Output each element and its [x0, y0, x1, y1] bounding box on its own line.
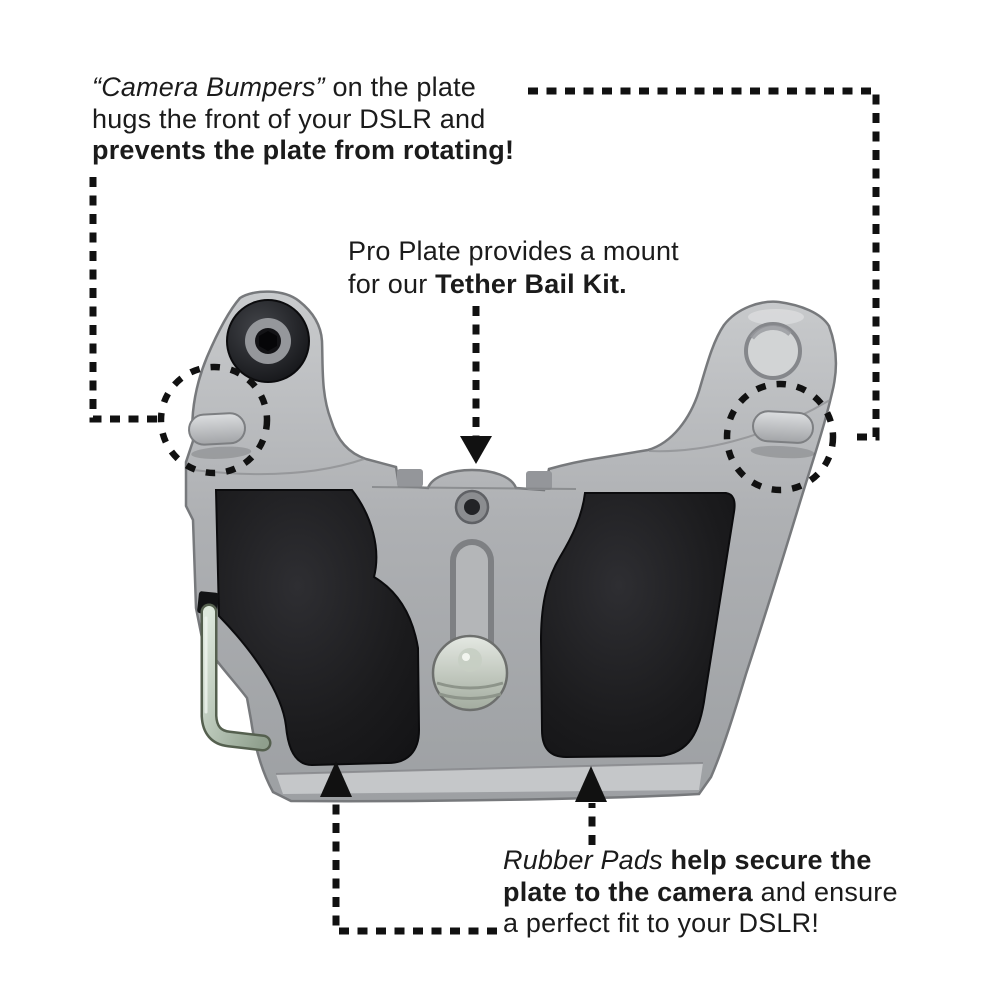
plate-seam-right — [648, 399, 831, 453]
callout-line-bold: prevents the plate from rotating! — [92, 135, 515, 165]
callout-line: a perfect fit to your DSLR! — [503, 908, 820, 938]
dashed-connector-left-pad — [332, 797, 497, 935]
camera-bumper-left — [188, 412, 252, 459]
callout-line: Pro Plate provides a mount — [348, 236, 679, 266]
callout-camera-bumpers: “Camera Bumpers” on the plate hugs the f… — [92, 72, 514, 167]
arrow-down-icon — [460, 436, 492, 464]
callout-line: Rubber Pads help secure the — [503, 845, 898, 877]
bold-term: help secure the — [662, 845, 872, 875]
callout-text: on the plate — [324, 72, 476, 102]
rubber-pad-right — [539, 492, 736, 759]
plate-seam-left — [192, 458, 365, 476]
italic-term: “Camera Bumpers” — [92, 72, 325, 102]
right-knob-highlight — [748, 309, 804, 325]
tether-bail-mount — [371, 469, 577, 525]
italic-term: Rubber Pads — [503, 845, 663, 875]
callout-line: for our Tether Bail Kit. — [348, 268, 679, 301]
dashed-connector-right — [528, 87, 880, 441]
callout-line: “Camera Bumpers” on the plate — [92, 72, 514, 104]
plate-bottom-edge-line — [275, 762, 704, 775]
callout-rubber-pads: Rubber Pads help secure the plate to the… — [503, 845, 898, 940]
arrow-up-icon-left-pad — [320, 761, 352, 797]
highlight-circle-right-bumper — [723, 380, 837, 494]
rubber-pad-left — [214, 489, 421, 767]
annotations — [89, 87, 880, 935]
arrow-up-icon-right-pad — [575, 766, 607, 802]
dashed-connector-left — [89, 177, 158, 423]
callout-tether-mount: Pro Plate provides a mount for our Tethe… — [348, 235, 679, 301]
callout-text: and ensure — [752, 876, 898, 907]
locking-bolt — [226, 299, 310, 383]
highlight-circle-left-bumper — [157, 363, 271, 477]
pro-plate-photo — [184, 290, 838, 803]
hex-key — [197, 591, 272, 752]
callout-line: hugs the front of your DSLR and — [92, 103, 486, 134]
camera-bumper-right — [750, 410, 815, 459]
bold-term: plate to the camera — [503, 876, 753, 907]
mounting-screw — [431, 634, 509, 712]
hex-socket — [259, 331, 277, 351]
callout-line: plate to the camera and ensure — [503, 877, 898, 909]
eyelet-hole — [744, 322, 802, 380]
bold-term: Tether Bail Kit. — [435, 269, 627, 299]
callout-text: for our — [348, 269, 436, 299]
